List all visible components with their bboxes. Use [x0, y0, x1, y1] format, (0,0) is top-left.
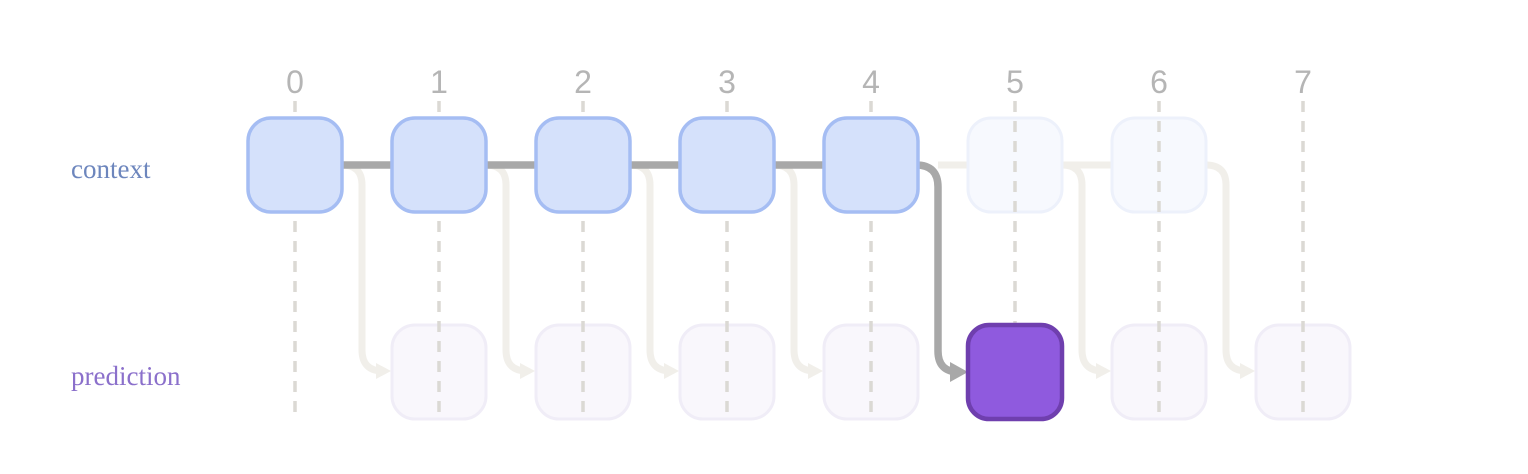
context-box-0 — [246, 116, 344, 214]
prediction-box-5 — [965, 322, 1065, 422]
context-box-1 — [390, 116, 488, 214]
context-box-3 — [678, 116, 776, 214]
faded-arrowhead-5-6 — [1096, 363, 1111, 379]
column-number-4: 4 — [862, 64, 880, 100]
column-number-7: 7 — [1294, 64, 1312, 100]
faded-connection-1-2 — [481, 161, 528, 375]
faded-arrowhead-1-2 — [520, 363, 535, 379]
faded-arrowhead-2-3 — [664, 363, 679, 379]
column-number-6: 6 — [1150, 64, 1168, 100]
faded-arrowhead-0-1 — [376, 363, 391, 379]
context-box-2 — [534, 116, 632, 214]
column-number-3: 3 — [718, 64, 736, 100]
faded-arrowhead-3-4 — [808, 363, 823, 379]
column-number-1: 1 — [430, 64, 448, 100]
faded-connection-2-3 — [625, 161, 672, 375]
faded-connection-3-4 — [769, 161, 816, 375]
column-number-5: 5 — [1006, 64, 1024, 100]
context-row-label: context — [71, 154, 151, 184]
faded-connection-6-7 — [1201, 161, 1248, 375]
faded-arrowhead-6-7 — [1240, 363, 1255, 379]
faded-connection-0-1 — [337, 161, 384, 375]
column-number-0: 0 — [286, 64, 304, 100]
faded-connection-5-6 — [1057, 161, 1104, 375]
prediction-row-label: prediction — [71, 361, 181, 391]
column-number-2: 2 — [574, 64, 592, 100]
active-arrowhead — [950, 362, 968, 382]
context-box-4 — [822, 116, 920, 214]
